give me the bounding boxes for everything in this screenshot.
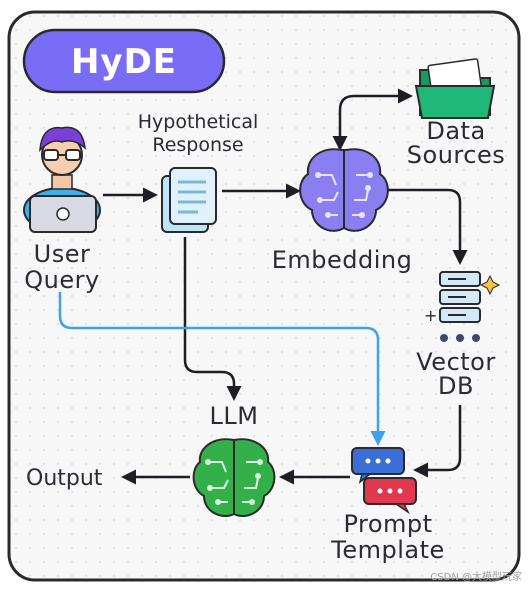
data-sources-label-line1: Data xyxy=(426,117,485,145)
hypothetical-label-line2: Response xyxy=(152,134,243,156)
user-at-laptop-icon xyxy=(23,126,101,233)
chat-bubbles-icon xyxy=(351,447,417,515)
output-label: Output xyxy=(26,466,103,491)
arrow-hypothetical-to-llm xyxy=(183,237,242,401)
svg-text:+: + xyxy=(424,306,437,325)
vector-db-label-line2: DB xyxy=(438,372,474,400)
hypothetical-label-line1: Hypothetical xyxy=(138,111,259,133)
watermark: CSDN @大模型玩家 xyxy=(430,570,522,583)
prompt-template-label-line1: Prompt xyxy=(343,510,432,538)
user-query-label-line2: Query xyxy=(24,266,99,294)
title-badge: HyDE xyxy=(22,28,226,94)
user-query-label-line1: User xyxy=(34,240,91,268)
arrow-embedding-to-vectordb xyxy=(383,188,468,265)
diagram-title: HyDE xyxy=(71,42,177,82)
embedding-brain-icon xyxy=(299,148,389,232)
folder-icon xyxy=(414,58,496,119)
database-server-icon: + xyxy=(424,271,501,342)
arrow-vectordb-to-prompt xyxy=(413,405,462,478)
embedding-label: Embedding xyxy=(272,246,413,274)
vector-db-label-line1: Vector xyxy=(416,348,495,376)
arrow-query-to-prompt xyxy=(58,292,386,446)
document-stack-icon xyxy=(161,167,217,233)
flow-arrows xyxy=(58,88,468,485)
data-sources-label-line2: Sources xyxy=(407,141,505,169)
llm-brain-icon xyxy=(192,438,276,517)
prompt-template-label-line2: Template xyxy=(330,536,445,564)
llm-label: LLM xyxy=(210,402,259,430)
arrow-embedding-data-sources xyxy=(332,88,413,151)
dotted-background xyxy=(11,14,517,578)
